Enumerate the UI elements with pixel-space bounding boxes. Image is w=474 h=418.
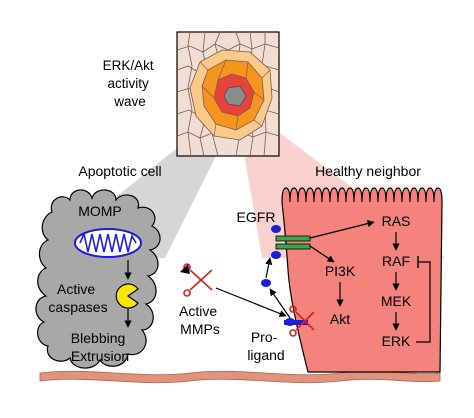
healthy-neighbor-title: Healthy neighbor	[315, 163, 421, 179]
caspase-pacman-icon	[115, 283, 139, 309]
akt-label: Akt	[330, 311, 350, 327]
mitochondrion-icon	[74, 228, 142, 258]
mek-label: MEK	[381, 293, 412, 309]
arrow-egfr-to-ras	[309, 220, 375, 239]
active-caspases-label: Active caspases	[48, 281, 107, 315]
tissue-inset	[176, 31, 280, 157]
momp-label: MOMP	[78, 203, 122, 219]
apoptotic-cell-title: Apoptotic cell	[78, 163, 161, 179]
erk-label: ERK	[382, 333, 411, 349]
ligand-dot-upper	[261, 279, 271, 287]
pi3k-label: PI3K	[325, 263, 356, 279]
arrow-egfr-to-pi3k	[309, 245, 335, 263]
proligand-icon	[284, 318, 308, 326]
wave-title: ERK/Akt activity wave	[103, 58, 158, 109]
egfr-label: EGFR	[237, 209, 276, 225]
scissors-icon-membrane	[289, 305, 315, 337]
blebbing-extrusion-label: Blebbing Extrusion	[71, 330, 129, 364]
proligand-label: Pro- ligand	[247, 329, 284, 363]
ras-label: RAS	[382, 213, 411, 229]
raf-label: RAF	[382, 253, 410, 269]
mmp-arrowhead	[180, 264, 190, 274]
wave-center-cell	[223, 85, 247, 107]
active-mmps-label: Active MMPs	[179, 303, 221, 337]
erk-raf-feedback-inhibition	[416, 261, 431, 343]
healthy-cell-body	[281, 187, 443, 373]
scissors-icon-mmps	[183, 263, 213, 297]
egfr-receptor-icon	[271, 225, 311, 259]
arrow-ligand-to-egfr	[265, 257, 273, 279]
arrow-mmps-to-proligand	[215, 287, 287, 317]
basement-membrane	[39, 370, 441, 384]
